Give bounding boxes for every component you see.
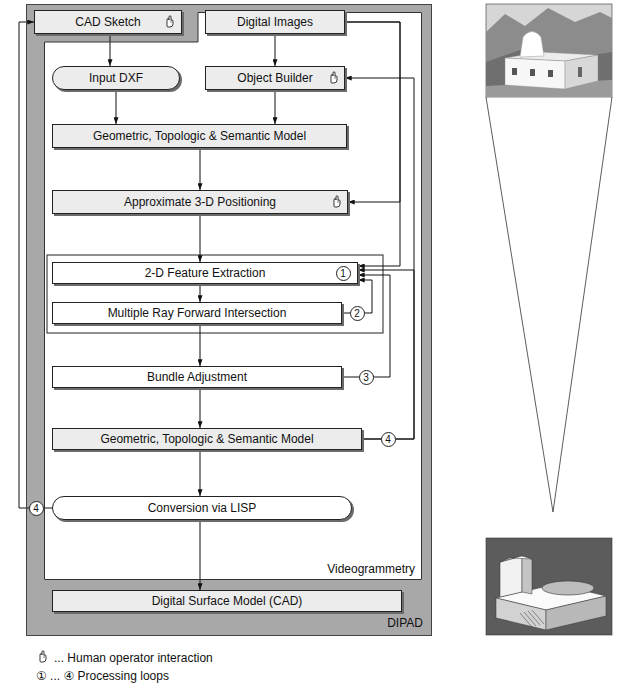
flow-arrow [275, 90, 276, 124]
model-stair [528, 611, 540, 625]
model-stair [520, 613, 532, 627]
flow-arrow [342, 275, 390, 377]
model-dish [542, 581, 594, 595]
operator-hand-icon [334, 196, 340, 207]
photo-window [530, 69, 535, 76]
subsystem-region: Videogrammetry Digital ImagesInput DXF Obj… [44, 12, 422, 580]
process-box: Multiple Ray Forward Intersection [52, 302, 342, 324]
flow-arrow [345, 22, 400, 266]
photo-window [548, 70, 553, 77]
flow-arrow [345, 78, 414, 439]
model-terrace-left [496, 598, 546, 630]
output-box: Digital Surface Model (CAD) [52, 590, 402, 612]
model-box: Geometric, Topologic & Semantic Model [52, 124, 347, 148]
region-fill [44, 12, 422, 580]
flow-arrow [19, 22, 52, 508]
system-panel: DIPAD Videogrammetry Digital ImagesInput D… [26, 4, 432, 636]
box-label: CAD Sketch [75, 15, 140, 29]
flow-arrow [345, 22, 400, 202]
flow-arrow [116, 90, 117, 124]
legend-text: ... Human operator interaction [54, 651, 213, 665]
flow-arrow [200, 214, 201, 262]
flow-arrow [200, 148, 201, 190]
flow-arrow [200, 284, 201, 302]
input-box: Digital Images [205, 10, 345, 34]
legend-hand-icon [40, 651, 46, 662]
loop-group-frame [47, 255, 383, 333]
process-box: Bundle Adjustment [52, 366, 342, 388]
box-label: Input DXF [89, 71, 143, 85]
process-box: Object Builder [205, 66, 345, 90]
box-label: Conversion via LISP [148, 501, 257, 515]
operator-hand-icon [167, 16, 173, 27]
photo-mountain [486, 8, 612, 97]
flow-arrow [358, 270, 414, 439]
model-terrace-right [546, 596, 606, 630]
callout-number: 2 [350, 306, 365, 321]
box-label: Bundle Adjustment [147, 370, 247, 384]
model-stair [524, 612, 536, 626]
region-label: DIPAD [387, 616, 423, 630]
process-box: CAD Sketch [34, 10, 182, 34]
model-tower-front [500, 556, 522, 597]
terminal-box: Input DXF [52, 66, 180, 90]
region-border [45, 13, 422, 580]
flow-arrow [200, 450, 201, 496]
region-label: Videogrammetry [327, 562, 415, 576]
flow-arrow [200, 324, 201, 366]
box-label: Digital Surface Model (CAD) [152, 594, 303, 608]
photo-front-wall [505, 58, 565, 89]
process-box: Approximate 3-D Positioning [52, 190, 348, 214]
model-box: Geometric, Topologic & Semantic Model [52, 428, 362, 450]
photo-hill [486, 50, 612, 97]
photo-sky [486, 4, 612, 97]
photo-dome [520, 32, 544, 58]
box-label: Digital Images [237, 15, 313, 29]
box-label: Geometric, Topologic & Semantic Model [93, 129, 306, 143]
box-label: 2-D Feature Extraction [145, 266, 266, 280]
process-box: 2-D Feature Extraction [52, 262, 358, 284]
callout-number: 4 [29, 501, 44, 516]
callout-number: 1 [336, 266, 351, 281]
callout-number: 4 [381, 432, 396, 447]
box-label: Approximate 3-D Positioning [124, 195, 276, 209]
flow-arrow [275, 34, 276, 66]
model-stair [532, 610, 544, 624]
box-label: Multiple Ray Forward Intersection [108, 306, 287, 320]
view-ray [553, 97, 612, 512]
view-ray [486, 97, 553, 512]
panel-fill [26, 4, 432, 636]
flow-arrow [200, 388, 201, 428]
photo-illustration [486, 4, 612, 97]
operator-hand-icon [331, 72, 337, 83]
box-label: Object Builder [237, 71, 312, 85]
model-tower-side [522, 556, 532, 594]
model-background [486, 538, 612, 635]
cad-model-illustration [486, 538, 612, 635]
callout-number: 3 [359, 370, 374, 385]
photo-door [578, 67, 582, 77]
box-label: Geometric, Topologic & Semantic Model [100, 432, 313, 446]
legend-text: ① ... ④ Processing loops [36, 669, 169, 683]
flow-arrow [110, 34, 111, 66]
photo-side-wall [565, 55, 598, 89]
terminal-box: Conversion via LISP [52, 496, 352, 520]
model-tower-roof [500, 556, 532, 562]
photo-window [512, 68, 517, 75]
region-outline [44, 12, 422, 580]
